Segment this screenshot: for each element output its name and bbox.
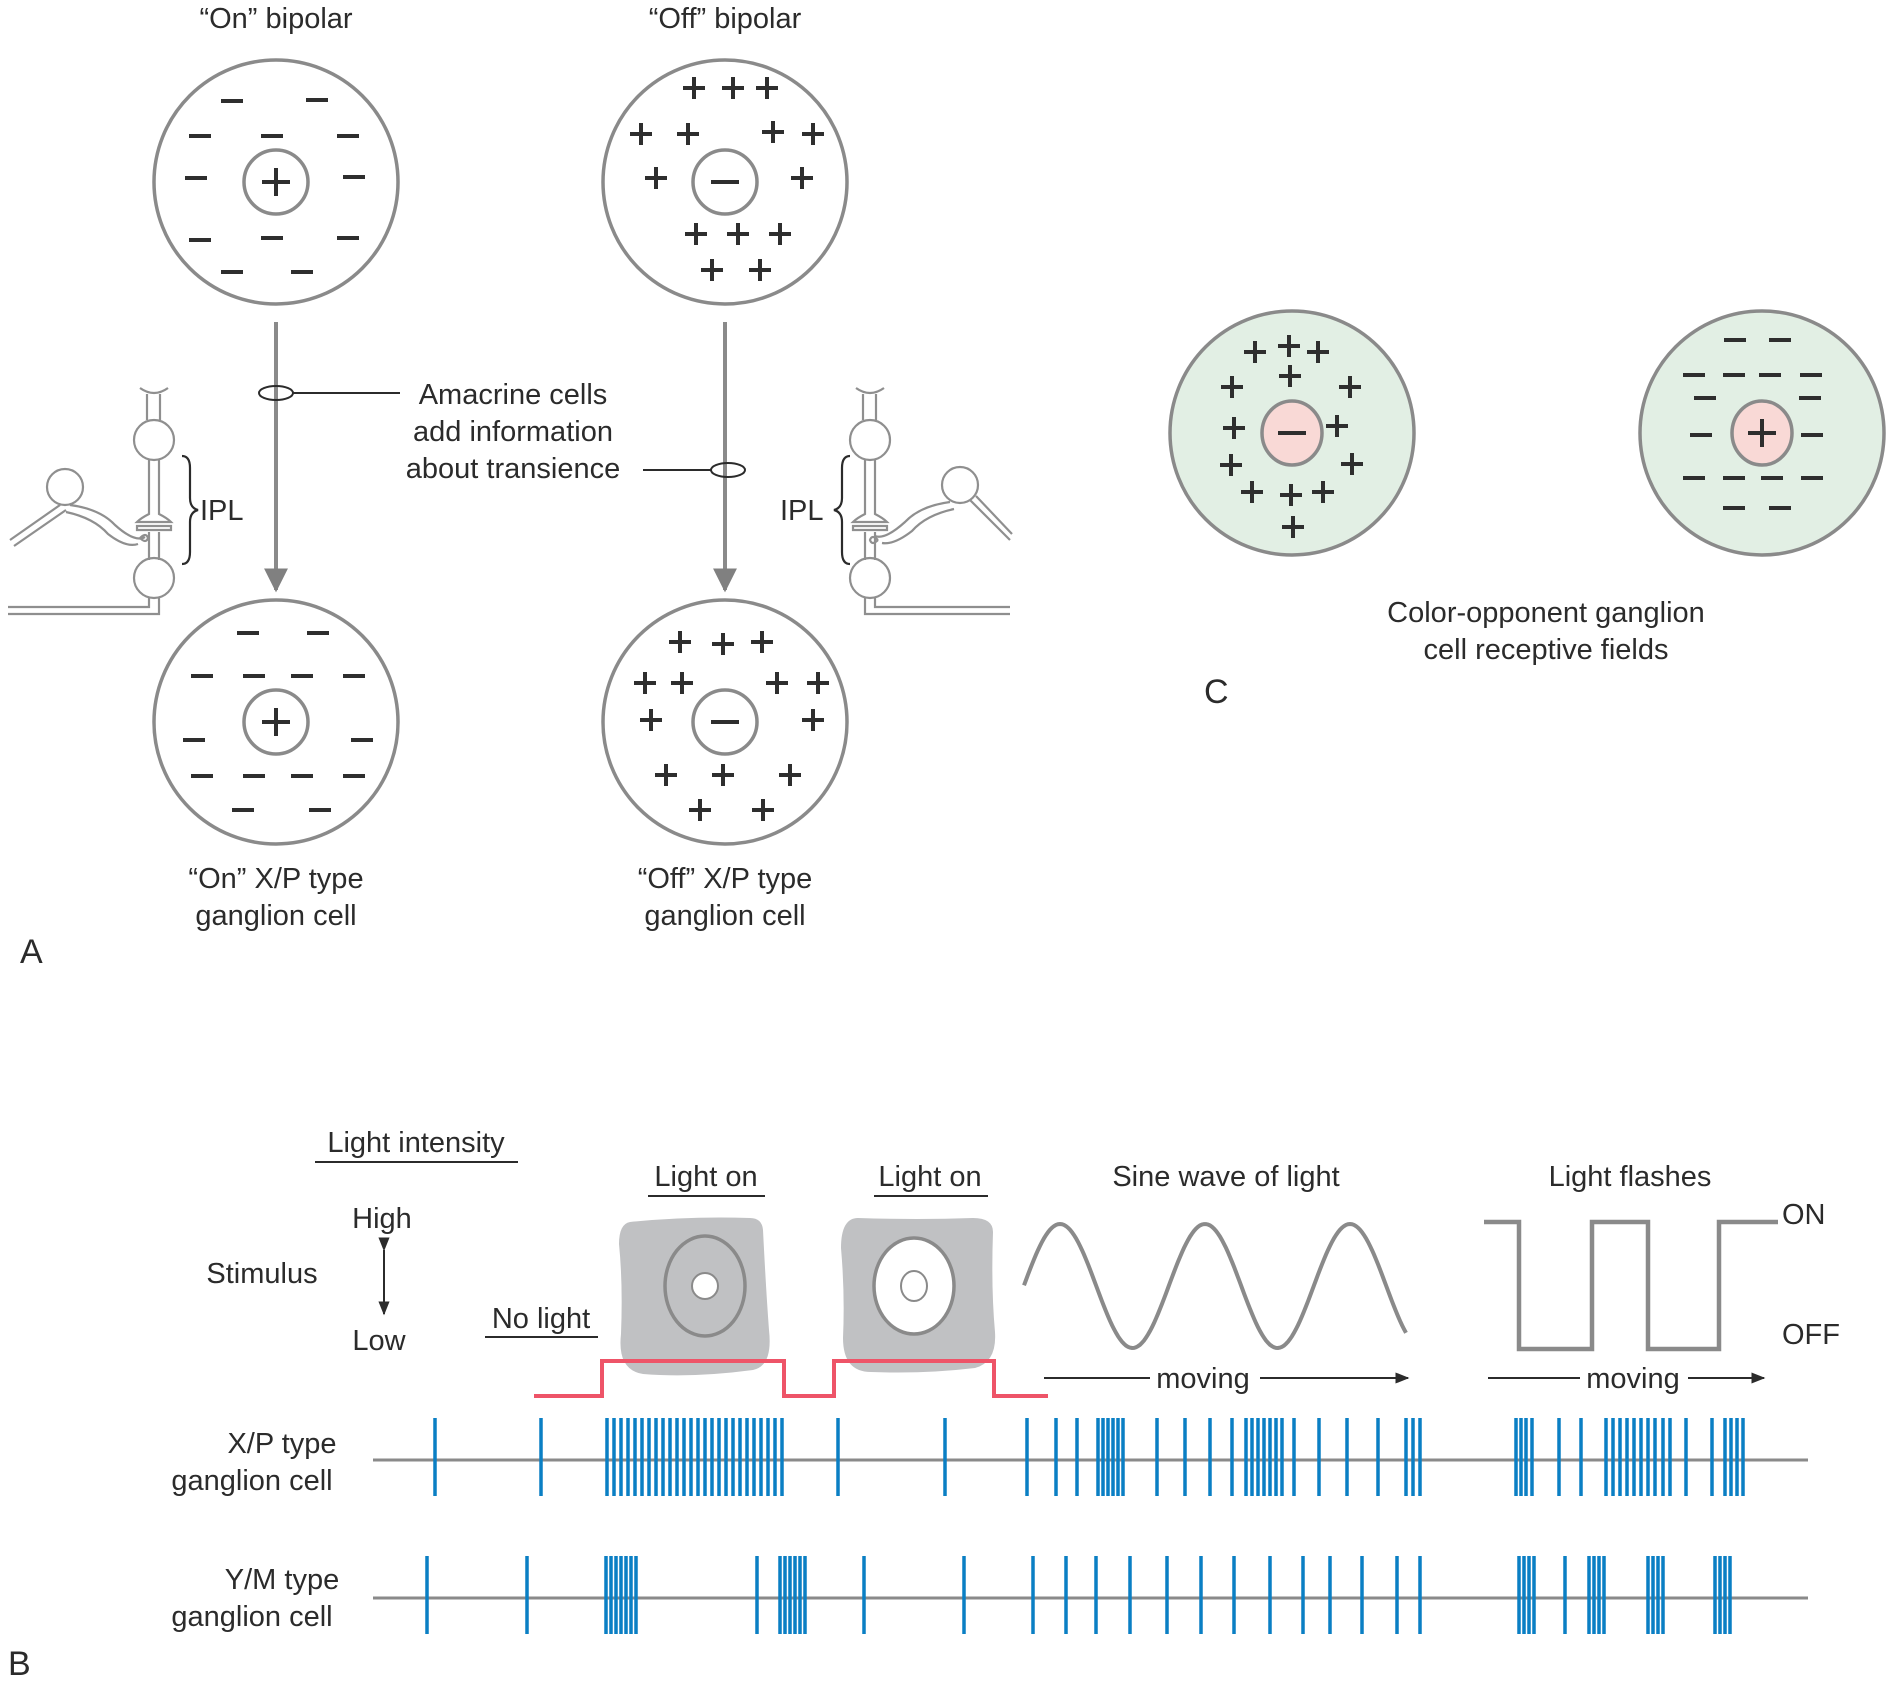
moving-label-2: moving	[1586, 1363, 1680, 1395]
dark-center-spot	[900, 1270, 928, 1302]
low-label: Low	[352, 1325, 406, 1357]
center-spot-stimulus	[619, 1217, 770, 1376]
sine-wave-stimulus	[1022, 1221, 1408, 1351]
surround-signs	[1220, 335, 1363, 538]
high-label: High	[352, 1203, 412, 1235]
light-on-label-1: Light on	[654, 1161, 757, 1193]
ipl-label-left: IPL	[200, 495, 244, 527]
xp-label-line2: ganglion cell	[171, 1465, 332, 1497]
off-ganglion-title-line2: ganglion cell	[644, 900, 805, 932]
ipl-neuron-drawing-right	[848, 387, 1013, 616]
on-ganglion-title-line2: ganglion cell	[195, 900, 356, 932]
amacrine-annotation: Amacrine cells add information about tra…	[258, 379, 746, 485]
panel-c-caption-line2: cell receptive fields	[1424, 634, 1669, 666]
lit-center-spot	[691, 1272, 719, 1300]
off-ganglion-title-line1: “Off” X/P type	[638, 863, 813, 895]
center-sign	[262, 708, 290, 736]
xp-label-line1: X/P type	[227, 1428, 336, 1460]
color-opponent-field-left	[1168, 309, 1416, 557]
surround-signs	[183, 631, 373, 812]
off-level-label: OFF	[1782, 1319, 1840, 1351]
surround-signs	[185, 98, 365, 274]
ipl-brace-right	[833, 454, 851, 566]
center-sign	[262, 168, 290, 196]
square-wave-stimulus	[1484, 1219, 1778, 1352]
amacrine-text-line2: add information	[413, 416, 613, 448]
stimulus-label: Stimulus	[206, 1258, 317, 1290]
panel-a: A “On” bipolar “Off” bipolar Amacrine c	[8, 3, 1013, 971]
panel-c-letter: C	[1204, 673, 1229, 711]
off-bipolar-title: “Off” bipolar	[649, 3, 802, 35]
gray-background-patch	[619, 1217, 770, 1376]
on-bipolar-title: “On” bipolar	[199, 3, 352, 35]
panel-b: B Light intensity High Stimulus Low No l…	[8, 1127, 1840, 1683]
ipl-neuron-drawing-left	[8, 387, 176, 616]
light-flashes-label: Light flashes	[1549, 1161, 1712, 1193]
panel-c: Color-opponent ganglion cell receptive f…	[1168, 309, 1886, 711]
ym-label-line2: ganglion cell	[171, 1601, 332, 1633]
ipl-label-right: IPL	[780, 495, 824, 527]
on-ganglion-title-line1: “On” X/P type	[188, 863, 363, 895]
annulus-stimulus	[841, 1218, 996, 1373]
color-opponent-field-right	[1638, 309, 1886, 557]
light-intensity-heading: Light intensity	[327, 1127, 505, 1159]
on-level-label: ON	[1782, 1199, 1826, 1231]
panel-b-letter: B	[8, 1645, 31, 1683]
no-light-label: No light	[492, 1303, 590, 1335]
ym-label-line1: Y/M type	[225, 1564, 339, 1596]
off-bipolar-receptive-field: “Off” bipolar	[601, 3, 849, 306]
light-stimulus-trace	[534, 1359, 1048, 1398]
sine-wave-label: Sine wave of light	[1112, 1161, 1339, 1193]
xp-spike-train	[433, 1418, 1745, 1496]
surround-ring	[663, 1234, 747, 1338]
amacrine-text-line3: about transience	[406, 453, 620, 485]
moving-label-1: moving	[1156, 1363, 1250, 1395]
ipl-brace-left	[181, 454, 199, 566]
amacrine-ring-right	[710, 462, 746, 478]
ym-spike-train	[425, 1556, 1732, 1634]
off-ganglion-receptive-field: “Off” X/P type ganglion cell	[601, 598, 849, 932]
surround-signs	[1683, 338, 1823, 510]
on-bipolar-receptive-field: “On” bipolar	[152, 3, 400, 306]
surround-signs	[630, 77, 824, 281]
amacrine-text-line1: Amacrine cells	[419, 379, 608, 411]
on-ganglion-receptive-field: “On” X/P type ganglion cell	[152, 598, 400, 932]
light-on-label-2: Light on	[878, 1161, 981, 1193]
surround-signs	[634, 631, 829, 821]
panel-a-letter: A	[20, 933, 43, 971]
panel-c-caption-line1: Color-opponent ganglion	[1387, 597, 1705, 629]
center-sign	[1748, 419, 1776, 447]
